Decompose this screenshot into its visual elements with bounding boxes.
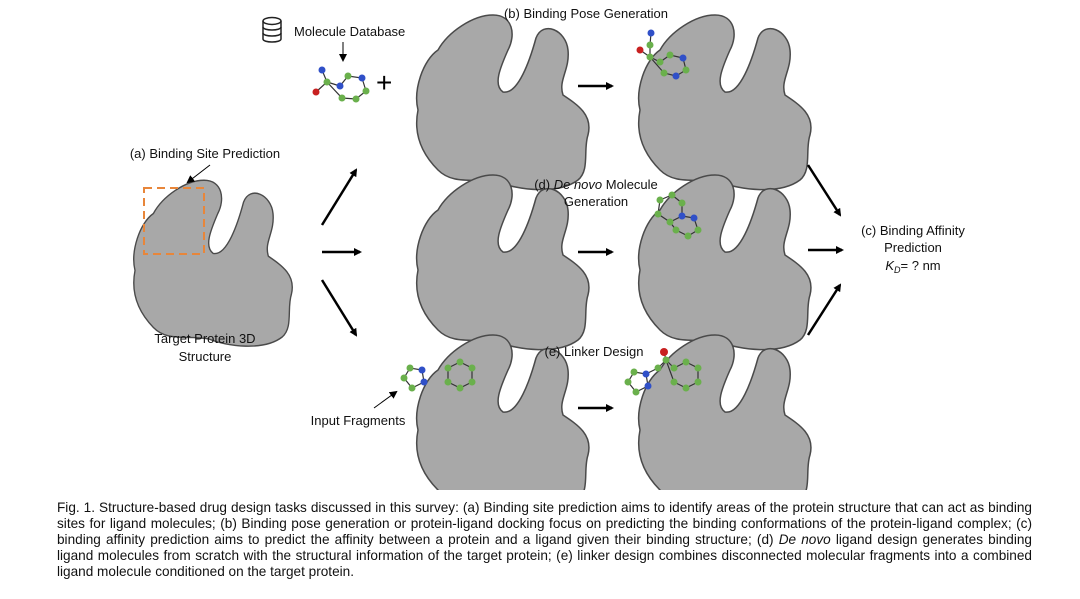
label-denovo-line1: (d) De novo Molecule [534,177,658,192]
fragments-pointer [373,390,398,409]
molecule-linked-e [624,348,702,396]
label-target-line1: Target Protein 3D [154,331,255,346]
protein-d-output [637,174,812,351]
arrow-a-to-b [320,168,358,226]
protein-a [133,179,294,347]
molecule-generated-d [654,191,702,240]
label-molecule-database: Molecule Database [294,24,405,39]
label-linker: (e) Linker Design [545,344,644,359]
caption-part-2: ligand design generates binding ligand m… [57,532,1032,579]
plus-sign: + [376,67,392,98]
label-target-line2: Structure [179,349,232,364]
fragment-pentagon [400,364,428,392]
label-affinity-line2: Prediction [884,240,942,255]
workflow-diagram: + [130,6,965,490]
label-affinity-kd: KD= ? nm [885,258,940,275]
molecule-input-b [312,66,370,103]
protein-b-output [637,14,812,191]
label-input-fragments: Input Fragments [311,413,406,428]
label-binding-pose: (b) Binding Pose Generation [504,6,668,21]
arrow-b-to-c [806,164,842,217]
caption-part-1: Fig. 1. Structure-based drug design task… [57,500,1032,547]
label-affinity-line1: (c) Binding Affinity [861,223,965,238]
arrow-e-to-c [806,283,842,336]
binding-site-pointer [186,164,211,184]
fragment-hexagon [444,358,476,392]
molecule-docked-b [636,29,690,80]
protein-b-input [415,14,590,191]
label-denovo-line2: Generation [564,194,628,209]
caption-italic-denovo: De novo [778,532,831,547]
arrow-a-to-e [320,279,358,337]
label-binding-site: (a) Binding Site Prediction [130,146,280,161]
database-icon [262,16,282,43]
binding-site-box [143,187,205,255]
figure-caption: Fig. 1. Structure-based drug design task… [57,500,1032,580]
